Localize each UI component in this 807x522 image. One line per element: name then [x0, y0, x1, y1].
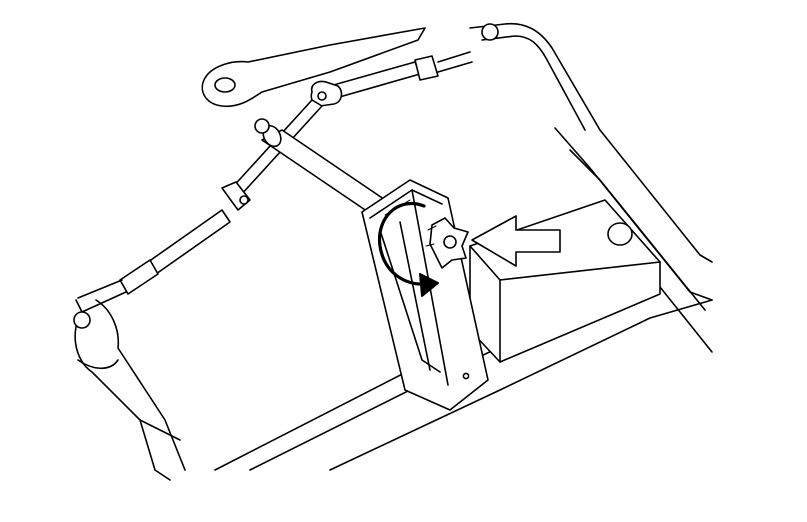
frame-bolt-hole	[481, 23, 499, 41]
frame-bolt-hole	[73, 311, 91, 329]
star-knob	[425, 217, 469, 269]
beam-bolt-hole	[607, 222, 633, 246]
direction-arrow-icon	[471, 215, 561, 267]
frame-right-rail	[469, 22, 713, 353]
cross-beam	[469, 199, 661, 363]
top-link-bar	[201, 27, 426, 108]
channel-post	[361, 179, 489, 411]
lower-tie-rod	[77, 209, 231, 313]
upper-tie-rod	[310, 51, 473, 107]
frame-left-corner	[73, 299, 186, 481]
post-hole	[462, 372, 470, 380]
eyelet-hole	[214, 77, 236, 93]
rotate-clockwise-arrow-icon	[377, 202, 439, 297]
